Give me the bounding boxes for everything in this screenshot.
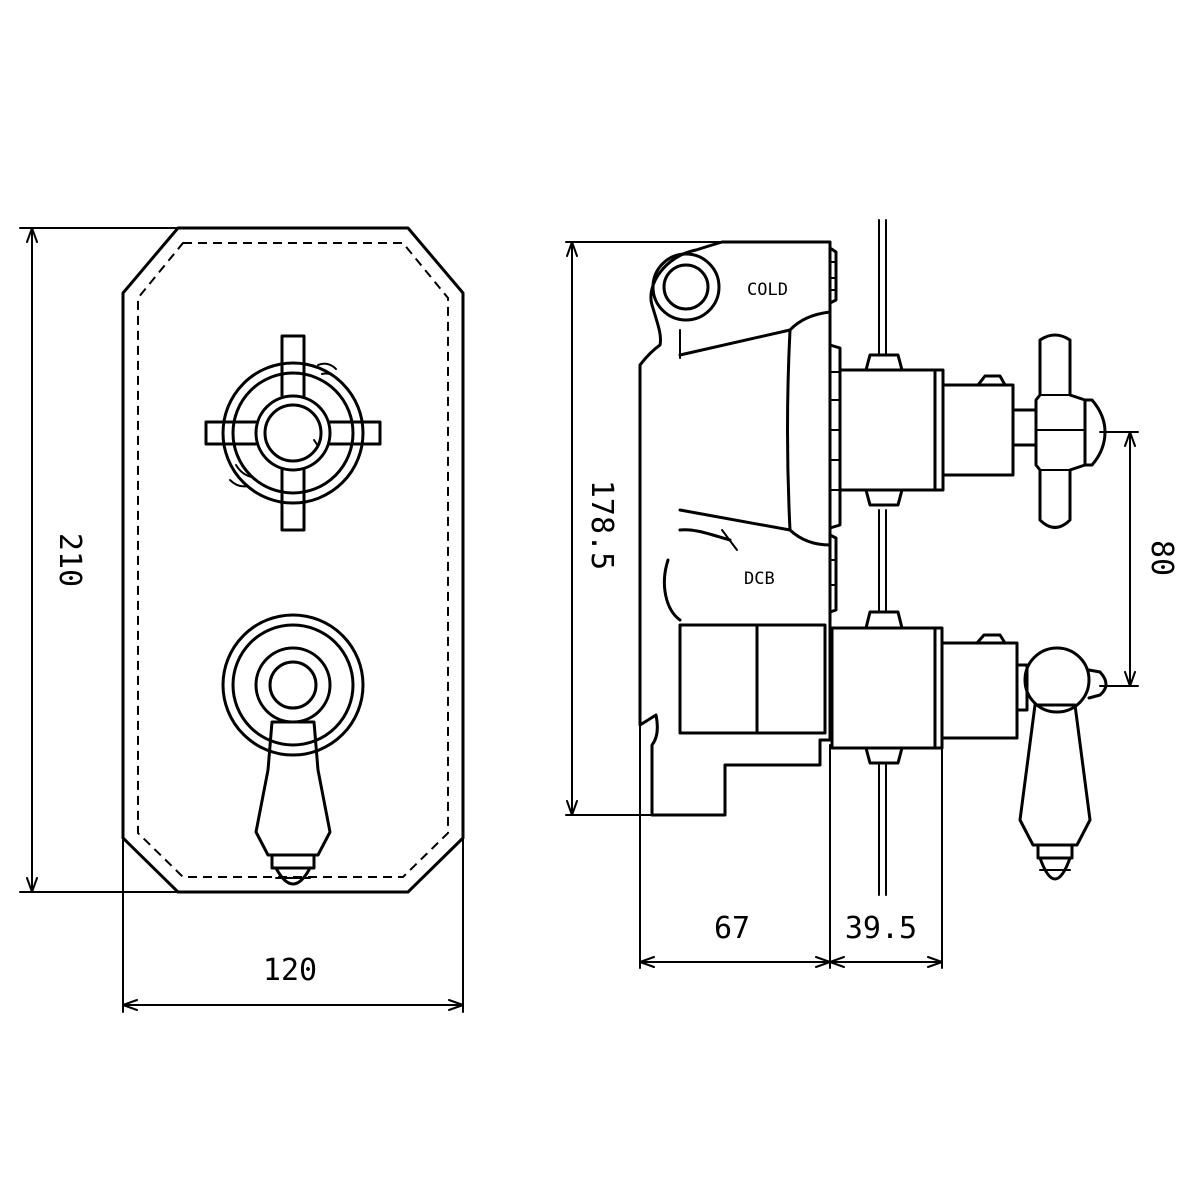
- faceplate-outline: [121, 226, 465, 894]
- diverter-control: [221, 613, 365, 886]
- handle-depth-label: 39.5: [845, 911, 917, 946]
- side-height-label: 178.5: [584, 480, 619, 570]
- body-depth-label: 67: [714, 911, 750, 946]
- front-view: 210 120: [19, 226, 465, 1013]
- width-label: 120: [263, 953, 317, 988]
- height-label: 210: [52, 533, 87, 587]
- cross-head-handle: [1034, 333, 1087, 529]
- diverter-block: [678, 623, 827, 735]
- width-dimension: 120: [122, 837, 464, 1013]
- control-spacing-dimension: 80: [1099, 431, 1179, 687]
- side-height-dimension: 178.5: [565, 241, 831, 816]
- lever-side-handle: [1018, 703, 1092, 847]
- thermostat-control: [204, 334, 382, 532]
- height-dimension: 210: [19, 227, 409, 893]
- cold-port-label: COLD: [747, 280, 788, 300]
- lower-control-side: [830, 610, 1108, 881]
- cold-port: COLD: [651, 252, 788, 322]
- valve-body: [638, 240, 832, 817]
- cartridge-cone: [678, 328, 792, 532]
- upper-control-side: [838, 333, 1107, 529]
- control-spacing-label: 80: [1144, 540, 1179, 576]
- side-view: COLD DCB: [565, 219, 1179, 969]
- wall-line: [878, 219, 887, 896]
- dcb-port: DCB: [662, 528, 775, 622]
- dcb-port-label: DCB: [744, 569, 775, 589]
- lever-handle: [254, 720, 332, 857]
- faceplate-dashed-border: [137, 242, 449, 878]
- depth-dimensions: 67 39.5: [639, 724, 943, 969]
